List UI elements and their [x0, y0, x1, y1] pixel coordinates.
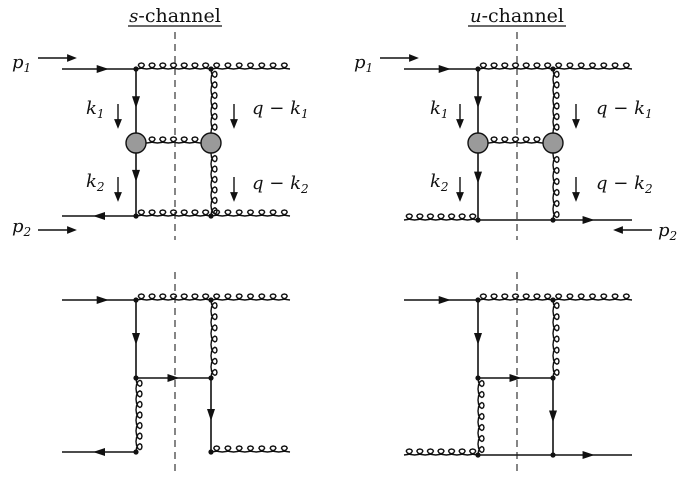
title-s-letter: s: [129, 6, 138, 27]
u2-gluon-top-left: [477, 293, 554, 301]
title-s-text: -channel: [138, 5, 220, 27]
label-p1-s: p1: [12, 52, 31, 75]
gluon-lines: [135, 62, 633, 456]
s2-gluon-right-upper: [210, 299, 218, 379]
fermion-lines: [62, 65, 632, 459]
u2-vertex-2: [475, 375, 481, 381]
title-u-channel: u-channel: [468, 5, 566, 27]
u2-fermion-left-upper-arrow: [474, 333, 482, 345]
s2-vertex-5: [208, 449, 214, 455]
s1-k2-line-arrow: [132, 169, 140, 182]
s1-gluon-q-k1: [210, 68, 218, 144]
title-u-letter: u: [470, 6, 482, 27]
s1-blob-right: [200, 132, 222, 154]
label-p2-s: p2: [12, 216, 31, 239]
label-k1-s: k1: [86, 98, 105, 121]
s1-gluon-top-right: [210, 62, 291, 70]
s1-in-p1-arrow: [96, 65, 109, 73]
u1-out-p2-arrow: [582, 216, 595, 224]
u2-vertex-4: [475, 452, 481, 458]
label-k2-u: k2: [430, 171, 449, 194]
label-k1-u: k1: [430, 98, 449, 121]
s1-gluon-bottom-right: [210, 209, 291, 217]
s2-out-arrow: [93, 448, 105, 456]
u2-vertex-0: [475, 297, 481, 303]
u1-gluon-q-k1: [552, 68, 560, 144]
s2-vertex-3: [208, 375, 214, 381]
svg-text:u-channel: u-channel: [470, 5, 564, 27]
u1-gluon-top-left: [477, 62, 554, 70]
u2-out-arrow: [582, 451, 595, 459]
label-k2-s: k2: [86, 171, 105, 194]
label-q-k2-u: q − k2: [596, 173, 653, 196]
effective-vertices: [125, 132, 564, 154]
s1-blob-left: [125, 132, 147, 154]
u2-gluon-right-upper: [552, 299, 560, 379]
u2-gluon-top-right: [552, 293, 633, 301]
svg-text:s-channel: s-channel: [129, 5, 221, 27]
s2-gluon-left-lower: [135, 377, 143, 453]
u1-vertex-0: [475, 66, 481, 72]
u1-vertex-1: [550, 66, 556, 72]
s2-vertex-1: [208, 297, 214, 303]
u2-vertex-3: [550, 375, 556, 381]
u2-fermion-right-lower-arrow: [549, 410, 557, 423]
s1-vertex-3: [208, 213, 214, 219]
s2-fermion-middle-arrow: [167, 374, 180, 382]
u1-k2-line-arrow: [474, 171, 482, 184]
u1-blob-right: [542, 132, 564, 154]
label-q-k1-u: q − k1: [596, 98, 653, 121]
s2-gluon-bottom-right: [210, 445, 291, 453]
u1-in-p1-arrow: [438, 65, 451, 73]
u2-gluon-bottom-left: [403, 448, 479, 456]
u1-vertex-3: [550, 217, 556, 223]
u1-vertex-2: [475, 217, 481, 223]
s2-gluon-top-left: [135, 293, 212, 301]
u1-gluon-rung: [477, 136, 554, 144]
s1-k1-line-arrow: [132, 96, 140, 109]
s1-out-p2-arrow: [93, 212, 105, 220]
s2-vertex-4: [133, 449, 139, 455]
u1-blob-left: [467, 132, 489, 154]
s1-vertex-0: [133, 66, 139, 72]
s1-gluon-q-k2: [210, 142, 218, 217]
s1-vertex-2: [133, 213, 139, 219]
u1-gluon-q-k2: [552, 142, 560, 221]
u2-vertex-5: [550, 452, 556, 458]
u1-k1-line-arrow: [474, 96, 482, 109]
s2-fermion-left-upper-arrow: [132, 333, 140, 345]
cut-lines: [174, 32, 518, 476]
s1-gluon-rung: [135, 136, 212, 144]
vertex-dots: [133, 66, 556, 458]
title-s-channel: s-channel: [128, 5, 222, 27]
u2-vertex-1: [550, 297, 556, 303]
title-u-text: -channel: [482, 5, 564, 27]
u2-in-arrow: [438, 296, 451, 304]
s1-gluon-bottom-left: [135, 209, 212, 217]
u2-gluon-left-lower: [477, 377, 485, 456]
label-p2-u: p2: [658, 220, 677, 243]
s2-vertex-2: [133, 375, 139, 381]
label-q-k2-s: q − k2: [252, 173, 309, 196]
s1-vertex-1: [208, 66, 214, 72]
u2-fermion-middle-arrow: [509, 374, 522, 382]
u1-gluon-bottom-left: [403, 213, 479, 221]
s2-vertex-0: [133, 297, 139, 303]
momentum-arrows: [38, 54, 652, 234]
s1-gluon-top-left: [135, 62, 212, 70]
label-p1-u: p1: [354, 52, 373, 75]
s2-fermion-right-lower-arrow: [207, 409, 215, 421]
s2-in-arrow: [96, 296, 109, 304]
label-q-k1-s: q − k1: [252, 98, 309, 121]
s2-gluon-top-right: [210, 293, 291, 301]
u1-gluon-top-right: [552, 62, 633, 70]
